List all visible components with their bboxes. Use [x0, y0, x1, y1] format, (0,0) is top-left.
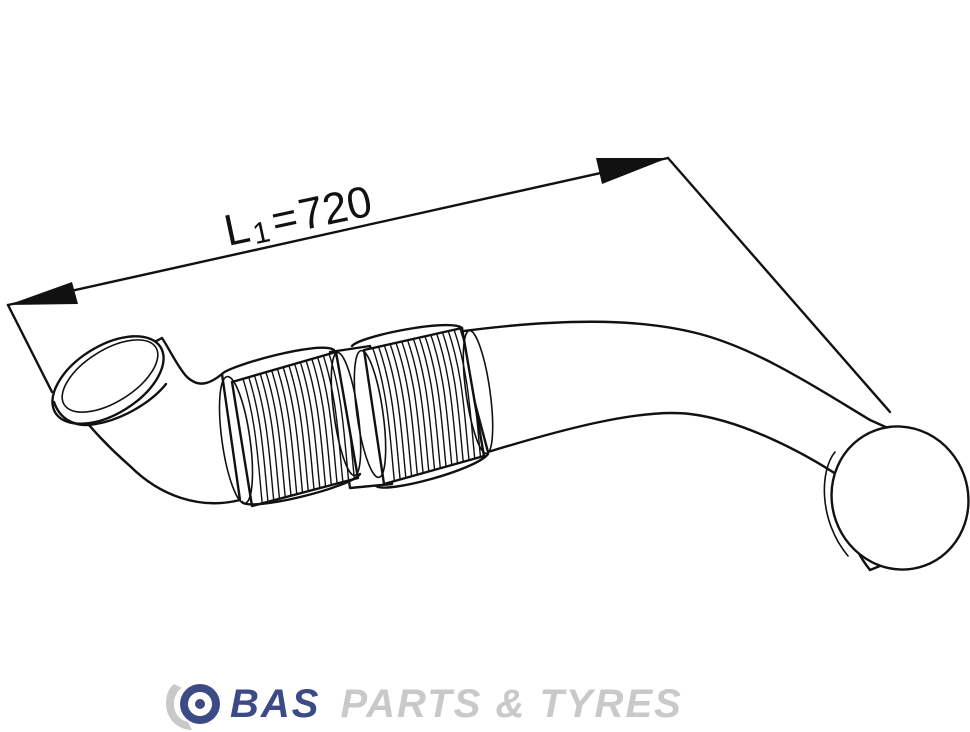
bellows-rib	[371, 345, 397, 484]
outlet-rim-line	[823, 451, 849, 557]
bellows-rib	[250, 366, 277, 506]
bellows-rib	[417, 333, 443, 484]
bellows-rib	[285, 356, 311, 506]
bellows-rib	[273, 360, 300, 506]
gear-wheel-icon	[166, 684, 220, 730]
pipe-body	[58, 320, 970, 572]
left-arrowhead	[8, 282, 78, 305]
bellows-rib	[296, 353, 323, 504]
bellows-right-ribs	[371, 328, 484, 484]
bellows-rib	[245, 368, 271, 506]
bellows-rib	[268, 361, 294, 506]
dimension-subscript: 1	[250, 215, 273, 251]
bellows-rib	[405, 336, 432, 484]
brand-footer: BAS PARTS & TYRES	[160, 676, 683, 732]
bellows-rib	[388, 341, 414, 484]
bellows-rib	[256, 364, 282, 506]
bellows-rib	[302, 352, 328, 503]
outlet-end-face	[830, 425, 970, 571]
dimension-label: L 1 = 720	[220, 177, 376, 256]
bellows-left-ribs	[239, 352, 357, 506]
bellows-rib	[411, 335, 437, 484]
brand-secondary: PARTS & TYRES	[340, 682, 683, 726]
inlet-flange	[51, 335, 168, 427]
bellows-rib	[314, 352, 340, 499]
bellows-rib	[377, 344, 403, 484]
bellows-rib	[423, 332, 449, 483]
bellows-rib	[451, 328, 478, 476]
bellows-rib	[279, 358, 305, 506]
dimension-value: 720	[294, 177, 376, 240]
bellows-right	[350, 323, 494, 489]
bellows-rib	[440, 328, 466, 479]
bellows-rib	[319, 352, 346, 498]
bellows-rib	[428, 330, 455, 482]
brand-primary: BAS	[230, 682, 321, 726]
bellows-rib	[262, 363, 288, 506]
right-arrowhead	[596, 158, 668, 184]
bellows-rib	[291, 355, 317, 506]
dimension-extension-lines	[6, 156, 892, 414]
bellows-rib	[434, 329, 460, 480]
bellows-rib	[400, 338, 426, 484]
dimension-symbol: L	[220, 203, 254, 256]
bellows-rib	[394, 339, 420, 484]
bellows-rib	[446, 328, 472, 477]
dimension-line	[6, 156, 670, 307]
bellows-left	[218, 346, 362, 508]
bellows-rib	[382, 342, 409, 484]
bellows-rib	[308, 352, 334, 501]
